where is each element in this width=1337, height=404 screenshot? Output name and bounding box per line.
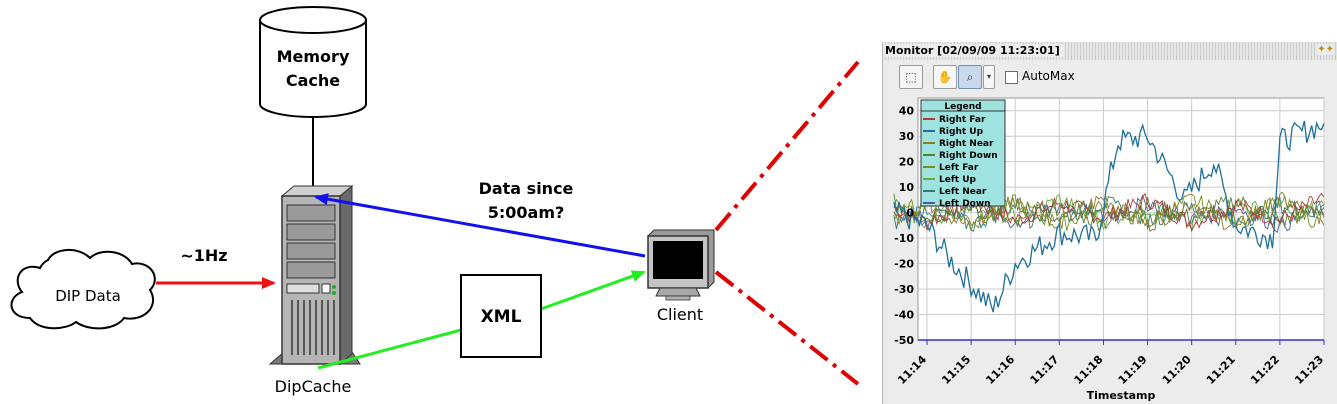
monitor-window: Monitor [02/09/09 11:23:01] ✦✦ ⬚ ✋ ⌕ ▾ A… [882, 42, 1337, 404]
xml-box: XML [460, 274, 542, 358]
query-label-line1: Data since [479, 179, 574, 198]
x-tick-label: 11:17 [1028, 353, 1062, 387]
dip-data-cloud: DIP Data [10, 249, 156, 330]
server-tower-icon [268, 184, 361, 366]
automax-label: AutoMax [1022, 69, 1075, 83]
x-tick-label: 11:20 [1160, 353, 1194, 387]
legend-box [920, 99, 1006, 207]
y-tick-label: -50 [894, 334, 914, 347]
window-control-icons[interactable]: ✦✦ [1317, 44, 1334, 55]
server-label: DipCache [275, 377, 352, 396]
y-tick-label: 20 [899, 156, 915, 169]
legend-entry: Left Far [939, 163, 979, 173]
legend-entry: Left Near [939, 187, 987, 197]
monitor-toolbar: ⬚ ✋ ⌕ ▾ AutoMax [883, 61, 1337, 93]
series-line-left-near [893, 196, 1325, 232]
legend-entry: Right Down [939, 151, 998, 161]
y-tick-label: -30 [894, 283, 914, 296]
x-tick-label: 11:16 [983, 353, 1017, 387]
x-tick-label: 11:14 [895, 353, 929, 387]
magnifier-zoom-icon[interactable]: ⌕ [958, 65, 982, 89]
legend-entry: Right Near [939, 139, 994, 149]
legend-entry: Left Down [939, 199, 991, 209]
legend-title: Legend [944, 102, 981, 112]
x-axis-label: Timestamp [1087, 389, 1156, 402]
legend-entry: Right Far [939, 115, 986, 125]
query-arrow [314, 193, 646, 258]
y-axis-ticks: 40 30 20 10 0 -10 -20 -30 -40 -50 [894, 105, 914, 347]
y-tick-label: -20 [894, 258, 914, 271]
x-axis-ticks: 11:14 11:15 11:16 11:17 11:18 11:19 11:20 11:21… [895, 353, 1326, 387]
monitor-title-bar[interactable]: Monitor [02/09/09 11:23:01] ✦✦ [883, 42, 1337, 60]
dip-data-label: DIP Data [55, 287, 121, 305]
y-tick-label: 0 [906, 207, 914, 220]
response-arrow-to-xml [317, 328, 462, 370]
x-tick-label: 11:22 [1248, 353, 1282, 387]
client-label: Client [657, 305, 703, 324]
y-tick-label: -10 [894, 232, 914, 245]
x-tick-label: 11:15 [939, 353, 973, 387]
x-tick-label: 11:21 [1204, 353, 1238, 387]
timeseries-chart: 40 30 20 10 0 -10 -20 -30 -40 -50 11:14 11:15 11:16… [893, 97, 1326, 402]
memory-cache-cylinder: Memory Cache [259, 6, 367, 118]
y-tick-label: -40 [894, 309, 914, 322]
zoom-callout-bottom [714, 270, 860, 386]
legend-entry: Left Up [939, 175, 976, 185]
x-tick-label: 11:19 [1116, 353, 1150, 387]
memory-cache-label-line1: Memory [277, 47, 350, 66]
series-line-right-near [893, 191, 1325, 233]
y-tick-label: 40 [899, 105, 915, 118]
hand-pan-icon[interactable]: ✋ [933, 65, 957, 89]
y-tick-label: 30 [899, 130, 915, 143]
series-line-right-up [893, 120, 1325, 313]
fit-to-window-icon[interactable]: ⬚ [899, 65, 923, 89]
query-label-line2: 5:00am? [488, 203, 565, 222]
memory-cache-label-line2: Cache [286, 71, 340, 90]
legend-entry: Right Up [939, 127, 984, 137]
automax-checkbox[interactable] [1005, 71, 1018, 84]
xml-label: XML [481, 307, 522, 327]
rate-label: ~1Hz [180, 246, 227, 265]
x-tick-label: 11:18 [1072, 353, 1106, 387]
y-tick-label: 10 [899, 181, 915, 194]
response-arrow-to-client [540, 270, 646, 311]
client-computer-icon [647, 229, 715, 301]
zoom-callout-top [714, 60, 860, 232]
zoom-dropdown-chevron-icon[interactable]: ▾ [983, 65, 995, 89]
x-tick-label: 11:23 [1292, 353, 1326, 387]
monitor-title: Monitor [02/09/09 11:23:01] [885, 44, 1064, 57]
